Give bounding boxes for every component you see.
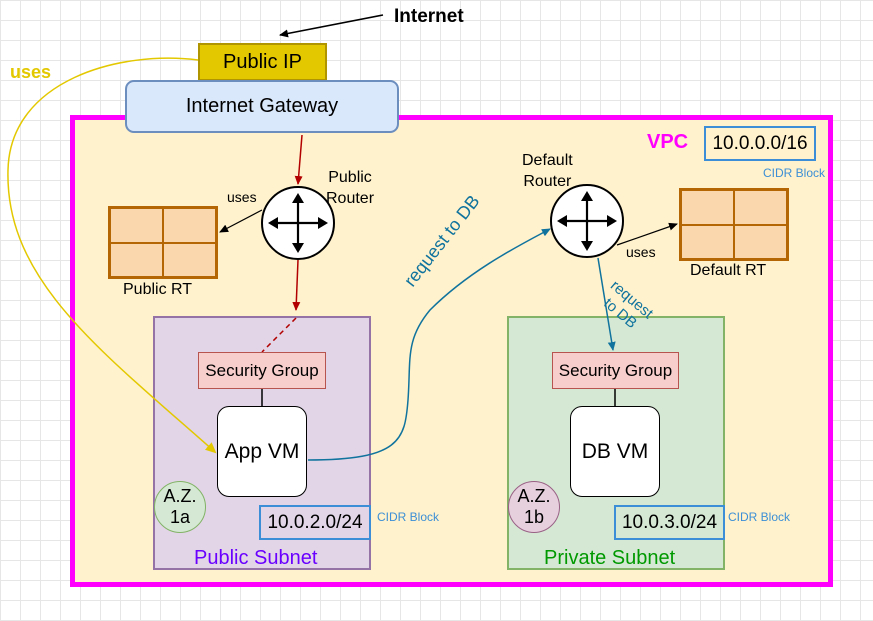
app-vm: App VM	[217, 406, 307, 497]
default-router-label-line2: Router	[523, 173, 572, 190]
public-router-uses-line	[219, 209, 263, 233]
az-1b-line1: A.Z.	[517, 486, 551, 506]
subnet-to-sg-dashed	[261, 317, 297, 353]
private-subnet-cidr-caption: CIDR Block	[728, 510, 791, 524]
uses-curve	[7, 57, 217, 454]
public-ip: Public IP	[198, 43, 327, 81]
public-subnet-cidr: 10.0.2.0/24	[259, 505, 371, 540]
igw-to-router-arrow	[294, 134, 303, 185]
default-router-icon	[550, 184, 624, 258]
private-subnet-cidr: 10.0.3.0/24	[614, 505, 725, 540]
public-router-label-line2: Router	[326, 190, 375, 207]
public-security-group: Security Group	[198, 352, 326, 389]
public-route-table-icon	[108, 206, 218, 279]
az-1b-line2: 1b	[523, 507, 545, 527]
vpc-cidr-block: 10.0.0.0/16	[704, 126, 816, 161]
vpc-cidr-caption: CIDR Block	[763, 166, 826, 180]
public-subnet-cidr-caption: CIDR Block	[377, 510, 440, 524]
internet-label: Internet	[394, 6, 464, 27]
public-router-label-line1: Public	[328, 169, 372, 186]
default-route-table-icon	[679, 188, 789, 261]
public-router-icon	[261, 186, 335, 260]
public-router-uses-label: uses	[227, 189, 257, 205]
default-router-label: Default Router	[522, 150, 573, 192]
uses-label: uses	[10, 62, 52, 82]
internet-gateway: Internet Gateway	[125, 80, 399, 133]
vpc-label: VPC	[647, 131, 689, 153]
private-subnet-label: Private Subnet	[544, 547, 676, 569]
az-1a-line1: A.Z.	[163, 486, 197, 506]
default-router-uses-label: uses	[626, 244, 656, 260]
router-to-db-arrow	[597, 257, 616, 351]
private-security-group: Security Group	[552, 352, 679, 389]
default-router-uses-line	[616, 222, 678, 246]
default-rt-label: Default RT	[690, 262, 767, 279]
public-router-label: Public Router	[326, 167, 374, 209]
internet-arrow	[279, 14, 384, 38]
az-1a-line2: 1a	[169, 507, 191, 527]
default-router-label-line1: Default	[522, 152, 573, 169]
az-1b-badge: A.Z. 1b	[508, 481, 560, 533]
db-vm: DB VM	[570, 406, 660, 497]
request-to-db-curve	[307, 228, 551, 461]
public-rt-label: Public RT	[123, 281, 193, 298]
public-subnet-label: Public Subnet	[194, 547, 318, 569]
az-1a-badge: A.Z. 1a	[154, 481, 206, 533]
router-to-subnet-arrow	[292, 259, 301, 311]
